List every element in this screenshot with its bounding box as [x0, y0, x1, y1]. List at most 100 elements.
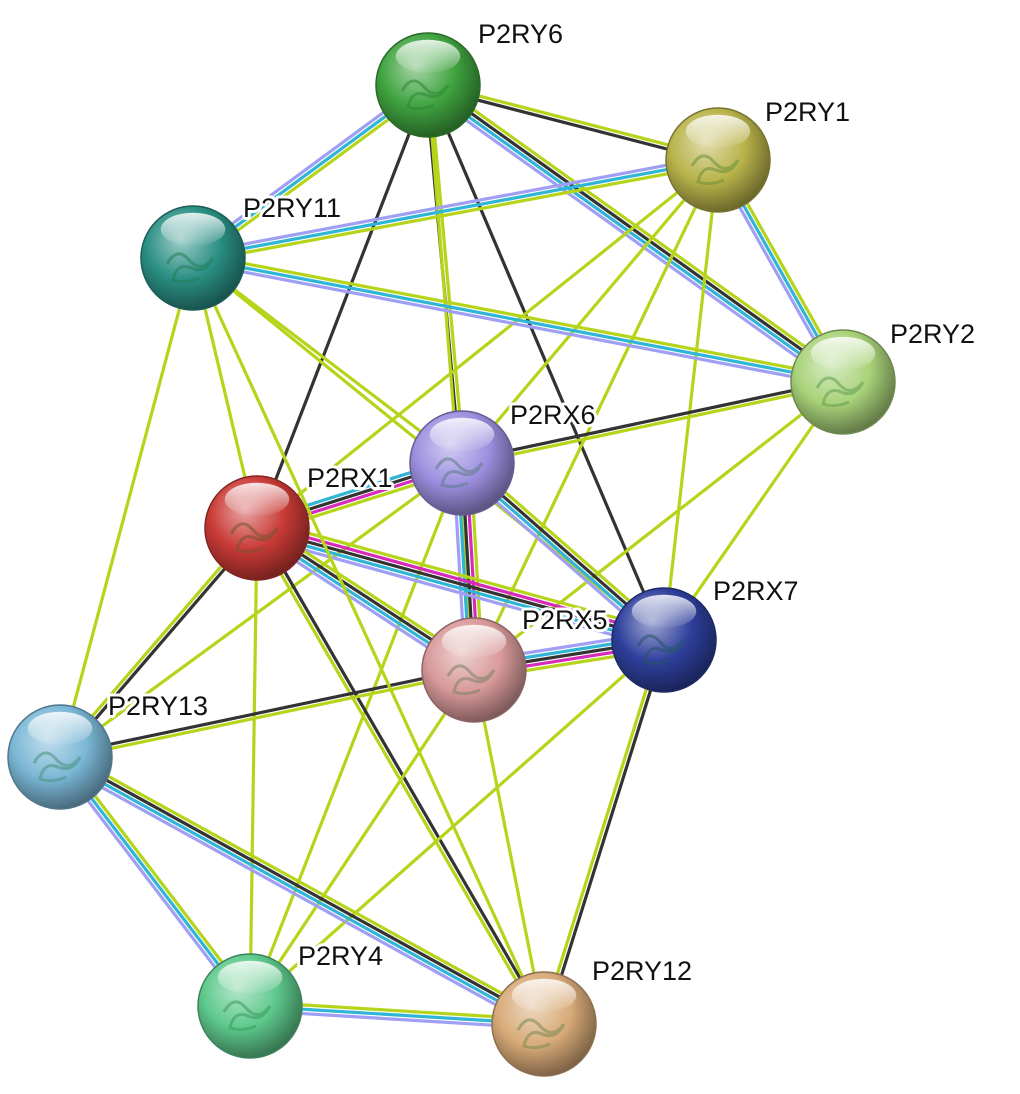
evidence-line-textmining [60, 670, 475, 761]
node-sphere [7, 704, 113, 810]
interaction-p2ry13-p2ry12[interactable] [56, 749, 548, 1032]
node-sphere [375, 32, 481, 138]
node-sphere [204, 475, 310, 581]
interaction-p2ry1-p2rx6[interactable] [460, 158, 720, 465]
protein-labels: P2RY6P2RY1P2RY11P2RY2P2RX6P2RX1P2RX7P2RX… [105, 16, 978, 989]
protein-label-p2ry4: P2RY4 [298, 941, 383, 971]
evidence-line-coexpression [428, 81, 846, 382]
evidence-line-homology [191, 154, 718, 256]
protein-label-p2rx5: P2RX5 [522, 605, 608, 635]
interaction-p2rx5-p2ry13[interactable] [59, 666, 475, 761]
evidence-line-textmining [191, 257, 546, 1025]
protein-label-p2ry1: P2RY1 [765, 97, 850, 127]
evidence-line-textmining [428, 84, 466, 463]
evidence-line-textmining [193, 252, 845, 380]
evidence-line-textmining [193, 162, 720, 264]
protein-node-p2rx7[interactable] [611, 587, 717, 693]
protein-node-p2ry11[interactable] [140, 205, 246, 311]
protein-node-p2rx6[interactable] [409, 410, 515, 516]
evidence-line-database [425, 85, 843, 386]
evidence-line-textmining [248, 527, 259, 1007]
protein-label-p2ry11: P2RY11 [243, 193, 341, 223]
evidence-line-textmining [253, 528, 544, 1026]
protein-node-p2rx5[interactable] [421, 617, 527, 723]
interaction-p2ry6-p2rx5[interactable] [426, 84, 476, 671]
evidence-line-experiment [257, 522, 666, 638]
evidence-line-textmining [472, 159, 720, 671]
evidence-line-textmining [426, 84, 476, 671]
node-sphere [491, 971, 597, 1077]
interaction-p2rx5-p2ry12[interactable] [472, 669, 546, 1025]
protein-label-p2ry12: P2RY12 [592, 956, 692, 986]
node-sphere [140, 205, 246, 311]
protein-node-p2ry4[interactable] [197, 953, 303, 1059]
protein-node-p2ry13[interactable] [7, 704, 113, 810]
node-sphere [421, 617, 527, 723]
interaction-p2ry11-p2ry2[interactable] [191, 252, 845, 388]
interaction-p2ry2-p2rx6[interactable] [461, 378, 844, 467]
evidence-line-textmining [662, 159, 720, 641]
evidence-line-database [192, 158, 719, 260]
protein-label-p2ry13: P2RY13 [108, 691, 208, 721]
protein-label-p2rx1: P2RX1 [307, 463, 393, 493]
evidence-line-coexpression [59, 666, 474, 757]
evidence-line-textmining [58, 257, 195, 758]
interaction-p2ry1-p2rx1[interactable] [256, 158, 719, 530]
evidence-line-textmining [256, 158, 719, 530]
interaction-p2ry6-p2ry2[interactable] [423, 78, 848, 389]
interaction-p2rx5-p2ry4[interactable] [248, 669, 476, 1007]
node-sphere [790, 329, 896, 435]
interaction-p2rx6-p2ry13[interactable] [59, 461, 463, 759]
protein-label-p2rx7: P2RX7 [713, 576, 799, 606]
evidence-line-homology [56, 761, 542, 1032]
evidence-line-coexpression [461, 378, 843, 463]
evidence-line-textmining [460, 158, 720, 465]
evidence-line-textmining [473, 380, 844, 672]
interaction-p2ry1-p2rx7[interactable] [662, 159, 720, 641]
evidence-line-textmining [462, 382, 844, 467]
protein-label-p2ry6: P2RY6 [478, 19, 563, 49]
protein-node-p2ry2[interactable] [790, 329, 896, 435]
evidence-line-database [58, 757, 544, 1028]
evidence-line-textmining [540, 638, 664, 1024]
evidence-line-textmining [248, 462, 464, 1007]
interaction-p2ry1-p2ry11[interactable] [191, 154, 720, 264]
protein-node-p2ry1[interactable] [665, 107, 771, 213]
interaction-p2ry11-p2rx6[interactable] [192, 256, 463, 465]
interaction-p2rx6-p2ry4[interactable] [248, 462, 464, 1007]
evidence-line-database [255, 530, 664, 646]
interaction-p2rx7-p2ry12[interactable] [540, 638, 668, 1026]
evidence-line-coexpression [544, 640, 668, 1026]
node-sphere [611, 587, 717, 693]
interaction-p2ry2-p2rx5[interactable] [473, 380, 844, 672]
node-sphere [665, 107, 771, 213]
evidence-line-textmining [62, 749, 548, 1020]
node-sphere [197, 953, 303, 1059]
evidence-line-coexpression [60, 753, 546, 1024]
protein-node-p2ry6[interactable] [375, 32, 481, 138]
protein-node-p2rx1[interactable] [204, 475, 310, 581]
evidence-line-textmining [192, 256, 463, 465]
evidence-line-database [192, 256, 844, 384]
protein-label-p2rx6: P2RX6 [510, 400, 596, 430]
evidence-line-homology [423, 88, 841, 389]
interaction-p2ry1-p2rx5[interactable] [472, 159, 720, 671]
interaction-p2ry6-p2rx1[interactable] [255, 84, 430, 529]
protein-nodes [7, 32, 896, 1077]
evidence-line-textmining [59, 461, 463, 759]
evidence-line-coexpression [255, 84, 430, 529]
evidence-line-homology [254, 534, 663, 650]
evidence-line-textmining [248, 669, 476, 1007]
evidence-line-textmining [472, 669, 546, 1025]
interaction-p2ry11-p2ry13[interactable] [58, 257, 195, 758]
interaction-p2rx1-p2ry4[interactable] [248, 527, 259, 1007]
evidence-line-textmining [248, 638, 666, 1008]
protein-node-p2ry12[interactable] [491, 971, 597, 1077]
interaction-p2rx7-p2ry4[interactable] [248, 638, 666, 1008]
protein-label-p2ry2: P2RY2 [890, 319, 975, 349]
node-sphere [409, 410, 515, 516]
evidence-line-homology [191, 260, 843, 388]
evidence-line-textmining [258, 518, 667, 634]
interaction-p2ry11-p2ry12[interactable] [191, 257, 546, 1025]
